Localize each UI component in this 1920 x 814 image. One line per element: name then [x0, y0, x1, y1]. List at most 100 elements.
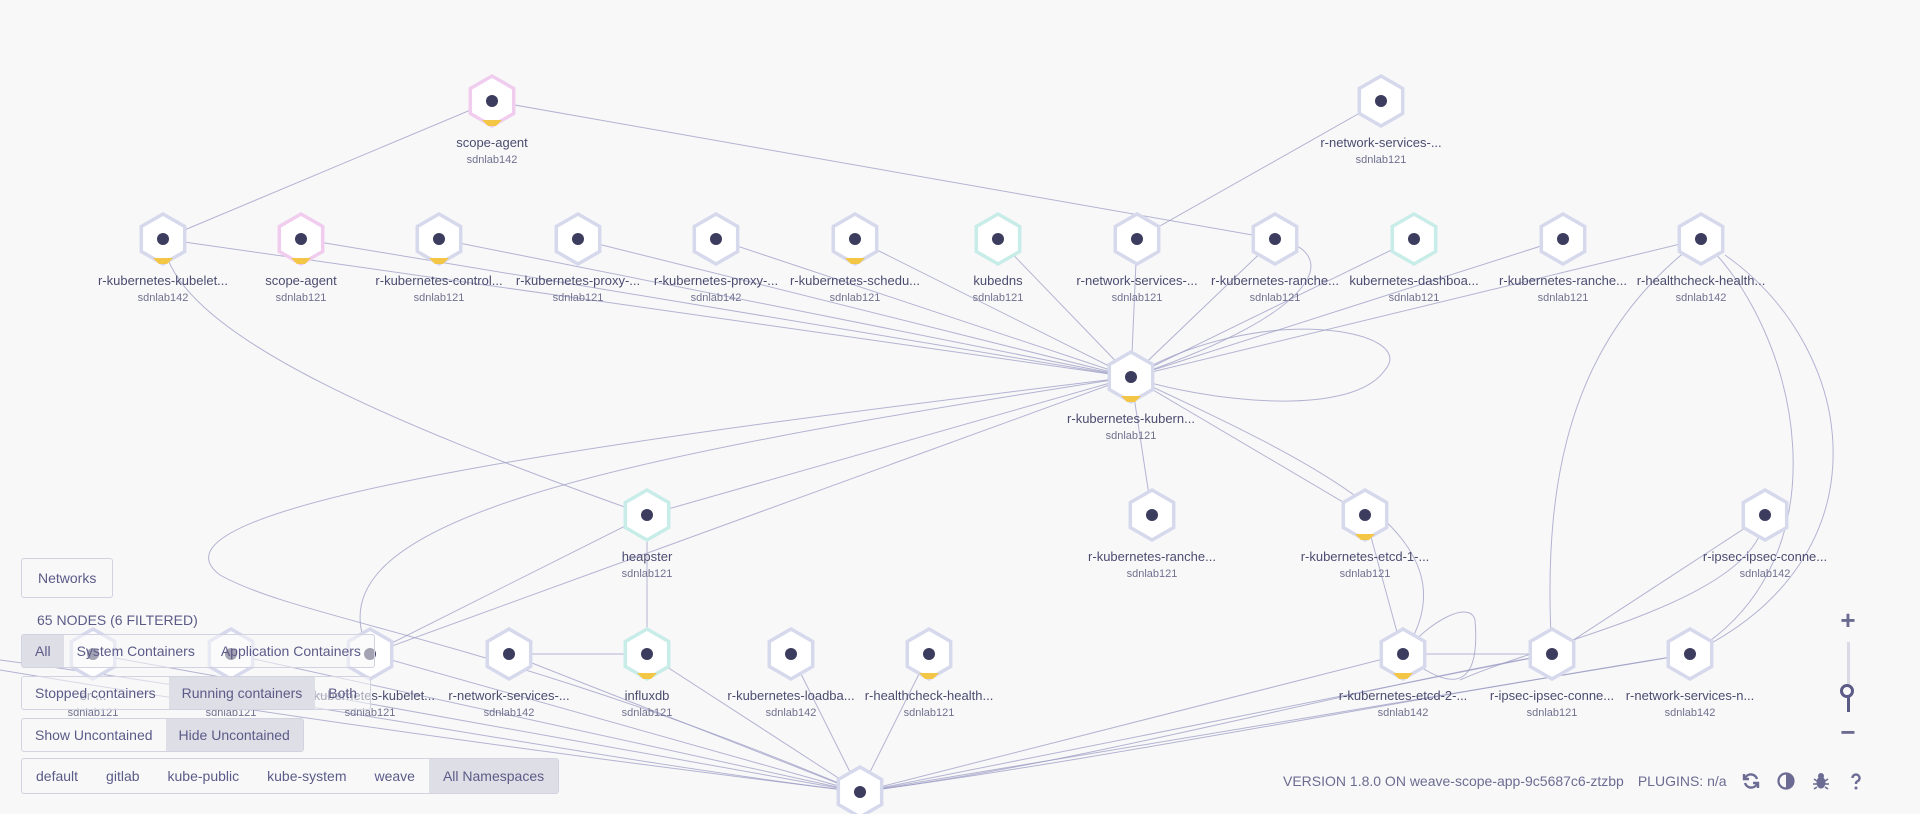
filter-application-containers-button[interactable]: Application Containers: [220, 643, 361, 659]
graph-node[interactable]: r-kubernetes-proxy-...sdnlab142: [654, 211, 778, 304]
filter-all-button[interactable]: All: [22, 635, 64, 667]
graph-node[interactable]: r-kubernetes-schedu... sdnlab121: [790, 211, 920, 304]
graph-edge: [859, 653, 1691, 793]
namespace-default-button[interactable]: default: [36, 768, 79, 784]
node-label: r-network-services-n...: [1626, 688, 1755, 703]
graph-node[interactable]: r-kubernetes-ranche...sdnlab121: [1211, 211, 1339, 304]
bug-icon[interactable]: [1810, 770, 1832, 792]
topology-filter-group: All System Containers Application Contai…: [21, 634, 375, 668]
graph-node[interactable]: r-healthcheck-health...sdnlab121: [865, 626, 994, 719]
node-sublabel: sdnlab121: [1527, 707, 1578, 719]
node-label: r-kubernetes-etcd-2-...: [1339, 688, 1468, 703]
node-status-badge: [482, 120, 502, 126]
node-sublabel: sdnlab121: [206, 707, 257, 719]
hide-uncontained-button[interactable]: Hide Uncontained: [165, 719, 303, 751]
graph-node[interactable]: [836, 764, 884, 814]
graph-node[interactable]: r-kubernetes-ranche... sdnlab121: [1088, 487, 1216, 580]
graph-node[interactable]: r-network-services-n... sdnlab142: [1626, 626, 1755, 719]
help-icon[interactable]: [1845, 770, 1867, 792]
node-center-dot: [1546, 648, 1558, 660]
node-sublabel: sdnlab121: [553, 292, 604, 304]
graph-node[interactable]: r-kubernetes-etcd-2-...sdnlab142: [1339, 626, 1468, 719]
node-status-badge: [1121, 396, 1141, 402]
graph-node[interactable]: r-ipsec-ipsec-conne...sdnlab121: [1490, 626, 1614, 719]
graph-edge: [438, 238, 1132, 378]
zoom-slider-thumb[interactable]: [1840, 684, 1854, 698]
refresh-icon[interactable]: [1740, 770, 1762, 792]
node-sublabel: sdnlab121: [1538, 292, 1589, 304]
node-label: r-kubernetes-kubern...: [1067, 411, 1195, 426]
contrast-icon[interactable]: [1775, 770, 1797, 792]
node-label: r-kubernetes-schedu...: [790, 273, 920, 288]
node-sublabel: sdnlab121: [345, 707, 396, 719]
graph-node[interactable]: r-kubernetes-etcd-1-...sdnlab121: [1301, 487, 1430, 580]
graph-node[interactable]: r-kubernetes-control...sdnlab121: [375, 211, 503, 304]
graph-node[interactable]: r-network-services-...sdnlab121: [1320, 73, 1442, 166]
namespace-weave-button[interactable]: weave: [374, 768, 415, 784]
node-center-dot: [1375, 95, 1387, 107]
graph-node[interactable]: r-network-services-...sdnlab142: [448, 626, 570, 719]
node-label: r-network-services-...: [1320, 135, 1441, 150]
graph-edge: [369, 653, 861, 793]
node-sublabel: sdnlab142: [1740, 568, 1791, 580]
node-label: scope-agent: [265, 273, 337, 288]
zoom-in-button[interactable]: +: [1840, 605, 1856, 635]
graph-node[interactable]: r-healthcheck-health...sdnlab142: [1637, 211, 1766, 304]
graph-node[interactable]: r-kubernetes-proxy-...sdnlab121: [516, 211, 640, 304]
networks-button[interactable]: Networks: [38, 570, 97, 586]
node-center-dot: [849, 233, 861, 245]
show-uncontained-button[interactable]: Show Uncontained: [35, 727, 153, 743]
node-sublabel: sdnlab121: [1127, 568, 1178, 580]
node-sublabel: sdnlab121: [830, 292, 881, 304]
zoom-out-button[interactable]: −: [1840, 717, 1856, 747]
node-center-dot: [785, 648, 797, 660]
graph-edge: [1130, 238, 1702, 378]
graph-edge: [369, 376, 1132, 655]
node-label: influxdb: [625, 688, 670, 703]
node-sublabel: sdnlab121: [1250, 292, 1301, 304]
graph-node[interactable]: r-kubernetes-kubelet...sdnlab142: [98, 211, 228, 304]
node-center-dot: [1759, 509, 1771, 521]
node-label: scope-agent: [456, 135, 528, 150]
namespace-kube-system-button[interactable]: kube-system: [267, 768, 347, 784]
zoom-slider-track[interactable]: [1847, 642, 1850, 712]
graph-node[interactable]: r-ipsec-ipsec-conne... sdnlab142: [1703, 487, 1827, 580]
both-containers-button[interactable]: Both: [328, 685, 358, 701]
node-label: kubernetes-dashboa...: [1349, 273, 1478, 288]
graph-edge: [1689, 238, 1794, 655]
running-containers-button[interactable]: Running containers: [168, 677, 316, 709]
node-sublabel: sdnlab142: [138, 292, 189, 304]
node-center-dot: [1408, 233, 1420, 245]
node-sublabel: sdnlab142: [1665, 707, 1716, 719]
node-sublabel: sdnlab142: [766, 707, 817, 719]
zoom-control: + −: [1836, 605, 1860, 747]
version-label: VERSION 1.8.0 ON weave-scope-app-9c5687c…: [1283, 773, 1624, 789]
node-center-dot: [1359, 509, 1371, 521]
node-count-label: 65 NODES (6 FILTERED): [37, 612, 198, 628]
graph-edge: [162, 238, 648, 516]
graph-edge: [715, 238, 1132, 378]
namespace-gitlab-button[interactable]: gitlab: [106, 768, 140, 784]
node-center-dot: [1684, 648, 1696, 660]
graph-node[interactable]: r-network-services-...sdnlab121: [1076, 211, 1198, 304]
graph-node[interactable]: r-kubernetes-loadba...sdnlab142: [727, 626, 855, 719]
filter-system-containers-button[interactable]: System Containers: [76, 643, 195, 659]
node-label: r-kubernetes-proxy-...: [654, 273, 778, 288]
graph-node[interactable]: r-kubernetes-kubern...sdnlab121: [1067, 349, 1195, 442]
node-label: r-kubernetes-ranche...: [1088, 549, 1216, 564]
node-label: r-ipsec-ipsec-conne...: [1703, 549, 1827, 564]
graph-edge: [646, 653, 861, 793]
namespace-all-button[interactable]: All Namespaces: [428, 759, 559, 793]
graph-edge: [359, 376, 1132, 655]
graph-nodes[interactable]: scope-agentsdnlab142r-network-services-.…: [68, 73, 1828, 814]
stopped-containers-button[interactable]: Stopped containers: [35, 685, 156, 701]
namespace-kube-public-button[interactable]: kube-public: [167, 768, 240, 784]
graph-node[interactable]: r-kubernetes-ranche...sdnlab121: [1499, 211, 1627, 304]
graph-node[interactable]: kubernetes-dashboa...sdnlab121: [1349, 211, 1479, 304]
